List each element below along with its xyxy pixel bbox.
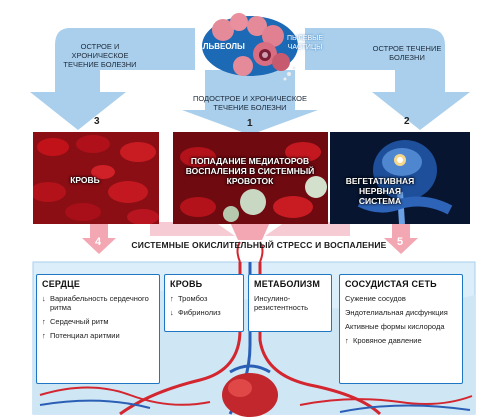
step-number-2: 2	[404, 116, 410, 127]
top-right-arrow	[305, 28, 470, 130]
alveoli-label: АЛЬВЕОЛЫ	[197, 42, 245, 51]
mediators-panel-label: ПОПАДАНИЕ МЕДИАТОРОВ ВОСПАЛЕНИЯ В СИСТЕМ…	[185, 156, 315, 186]
metabolism-item: Инсулино-резистентность	[254, 294, 309, 312]
heart-item: ↓Вариабельность сердечного ритма	[42, 294, 149, 312]
artery-top	[236, 241, 264, 263]
alveoli-illustration	[202, 13, 298, 81]
artery-3	[39, 386, 211, 406]
artery-4	[299, 395, 473, 406]
blood-item: ↓Фибринолиз	[170, 308, 221, 317]
blood-card: КРОВЬ ↑Тромбоз ↓Фибринолиз	[164, 274, 244, 332]
nervous-system-panel	[330, 132, 470, 224]
vascular-item: ↑Кровяное давление	[345, 336, 422, 345]
dust-label: ПЫЛЕВЫЕ ЧАСТИЦЫ	[286, 35, 324, 51]
step-number-3: 3	[94, 116, 100, 127]
pink-converge-center	[230, 222, 270, 240]
top-center-arrow	[182, 70, 318, 135]
heart-item: ↑Сердечный ритм	[42, 317, 109, 326]
nervous-system-panel-label: ВЕГЕТАТИВНАЯ НЕРВНАЯ СИСТЕМА	[345, 176, 415, 206]
step-number-1: 1	[247, 118, 253, 129]
vascular-card: СОСУДИСТАЯ СЕТЬ Сужение сосудов Эндотели…	[339, 274, 463, 384]
heart-item: ↑Потенциал аритмии	[42, 331, 120, 340]
artery-1	[119, 262, 242, 416]
metabolism-card: МЕТАБОЛИЗМ Инсулино-резистентность	[248, 274, 332, 332]
heart-card-title: СЕРДЦЕ	[42, 279, 81, 289]
vein-3	[339, 404, 471, 413]
metabolism-card-title: МЕТАБОЛИЗМ	[254, 279, 321, 289]
pink-converge-right	[265, 222, 350, 236]
mediators-panel	[173, 132, 328, 224]
systemic-stress-banner: СИСТЕМНЫЕ ОКИСЛИТЕЛЬНЫЙ СТРЕСС И ВОСПАЛЕ…	[131, 240, 387, 250]
artery-2	[258, 262, 382, 416]
vein-2	[39, 399, 151, 409]
blood-item: ↑Тромбоз	[170, 294, 208, 303]
blood-card-title: КРОВЬ	[170, 279, 203, 289]
middle-route-label: ПОДОСТРОЕ И ХРОНИЧЕСКОЕ ТЕЧЕНИЕ БОЛЕЗНИ	[193, 94, 307, 112]
vascular-card-title: СОСУДИСТАЯ СЕТЬ	[345, 279, 437, 289]
vascular-item: Эндотелиальная дисфункция	[345, 308, 448, 317]
vascular-item: Активные формы кислорода	[345, 322, 445, 331]
pink-converge-left	[150, 222, 235, 236]
step-number-4: 4	[95, 236, 102, 248]
pink-arrow-4	[82, 223, 116, 254]
heart-illustration	[222, 364, 278, 417]
top-left-arrow	[30, 28, 195, 130]
blood-panel-label: КРОВЬ	[70, 175, 100, 185]
step-number-5: 5	[397, 236, 404, 248]
blood-panel	[33, 132, 159, 224]
right-route-label: ОСТРОЕ ТЕЧЕНИЕ БОЛЕЗНИ	[372, 44, 442, 62]
pink-arrow-5	[384, 223, 418, 254]
vascular-item: Сужение сосудов	[345, 294, 406, 303]
left-route-label: ОСТРОЕ И ХРОНИЧЕСКОЕ ТЕЧЕНИЕ БОЛЕЗНИ	[63, 42, 137, 69]
heart-card: СЕРДЦЕ ↓Вариабельность сердечного ритма …	[36, 274, 160, 384]
